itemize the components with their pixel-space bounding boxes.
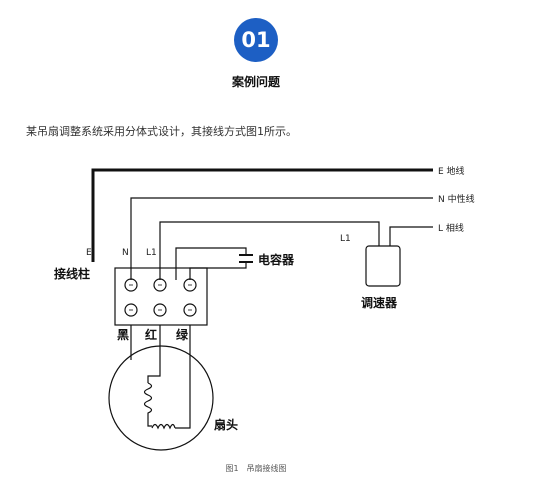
terminal-screw-3 (183, 278, 197, 292)
figure-caption: 图1 吊扇接线图 (225, 464, 287, 473)
terminal-screw-5 (153, 303, 167, 317)
terminal-screw-1 (124, 278, 138, 292)
section-number-badge: 01 (234, 18, 278, 62)
earth-terminal-letter: E (86, 248, 92, 258)
neutral-wire-label: N 中性线 (438, 193, 475, 205)
l1-regulator-letter: L1 (340, 234, 351, 244)
section-title: 案例问题 (231, 75, 280, 89)
green-lead-label: 绿 (176, 327, 189, 342)
terminal-block (114, 267, 208, 326)
neutral-wire (130, 197, 433, 280)
run-coil (151, 423, 176, 430)
speed-regulator-box (365, 245, 401, 287)
capacitor-lead-top (175, 247, 247, 280)
terminal-screw-2 (153, 278, 167, 292)
terminal-screw-6 (183, 303, 197, 317)
regulator-label: 调速器 (361, 295, 398, 310)
earth-wire (91, 168, 433, 262)
fan-head-circle (108, 345, 214, 451)
neutral-terminal-letter: N (122, 248, 129, 258)
intro-paragraph: 某吊扇调整系统采用分体式设计，其接线方式图1所示。 (26, 125, 297, 138)
capacitor-label: 电容器 (258, 252, 295, 267)
l1-wire (159, 221, 380, 280)
l1-terminal-letter: L1 (146, 248, 157, 258)
red-lead-label: 红 (145, 327, 157, 342)
black-lead-label: 黑 (117, 328, 129, 342)
green-lead (175, 325, 191, 429)
fan-head-label: 扇头 (214, 417, 238, 432)
terminal-block-label: 接线柱 (54, 266, 90, 281)
phase-wire (389, 226, 433, 246)
badge-number: 01 (241, 28, 271, 52)
start-coil (143, 382, 153, 427)
terminal-screw-4 (124, 303, 138, 317)
phase-wire-label: L 相线 (438, 222, 464, 234)
capacitor-lead-bottom (189, 262, 247, 280)
earth-wire-label: E 地线 (438, 165, 465, 177)
red-lead (147, 325, 161, 383)
